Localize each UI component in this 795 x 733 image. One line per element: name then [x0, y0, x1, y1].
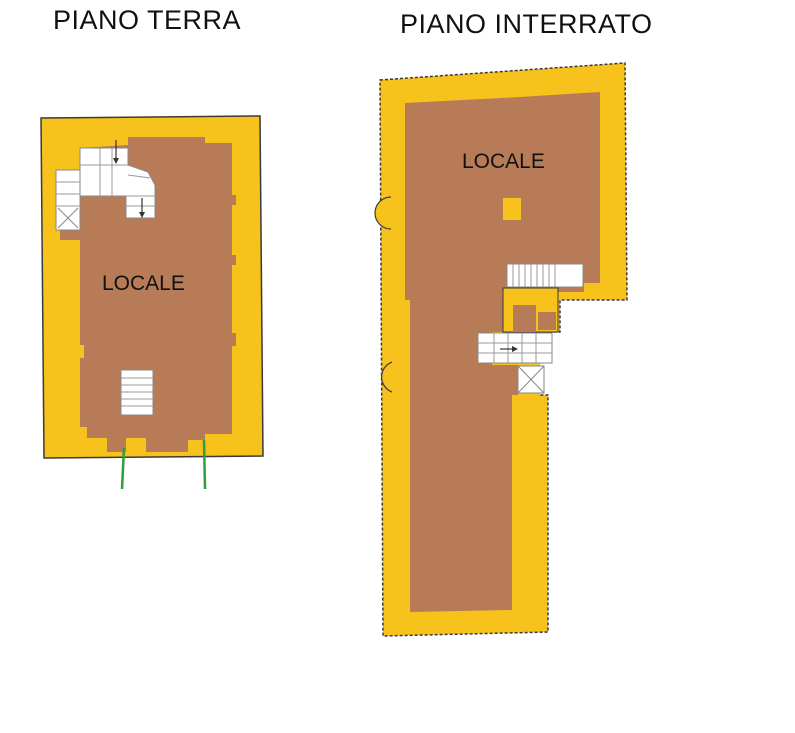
ground-floor-staircase-lower — [120, 369, 154, 416]
ground-floor-plan: LOCALE — [40, 115, 264, 490]
ground-floor-room-locale — [60, 137, 236, 452]
basement-room-label: LOCALE — [462, 150, 545, 173]
basement-staircase-upper — [506, 263, 584, 288]
basement-opening — [503, 198, 521, 220]
entrance-marker-left — [120, 447, 126, 490]
basement-bay-upper — [374, 196, 392, 230]
ground-floor-staircase-upper — [79, 140, 156, 219]
basement-floor-title: PIANO INTERRATO — [400, 9, 653, 39]
basement-floor-plan: LOCALE — [374, 62, 628, 637]
basement-bay-lower — [380, 361, 393, 393]
basement-landing-inner — [513, 305, 536, 332]
ground-floor-title: PIANO TERRA — [53, 5, 242, 35]
basement-staircase-lower — [477, 332, 553, 364]
ground-floor-room-label: LOCALE — [102, 272, 185, 295]
entrance-marker-right — [202, 439, 207, 490]
basement-stair-void — [517, 365, 545, 394]
basement-landing-cell — [538, 312, 556, 330]
ground-floor-stair-void — [55, 169, 81, 231]
basement-room-locale — [405, 92, 600, 612]
